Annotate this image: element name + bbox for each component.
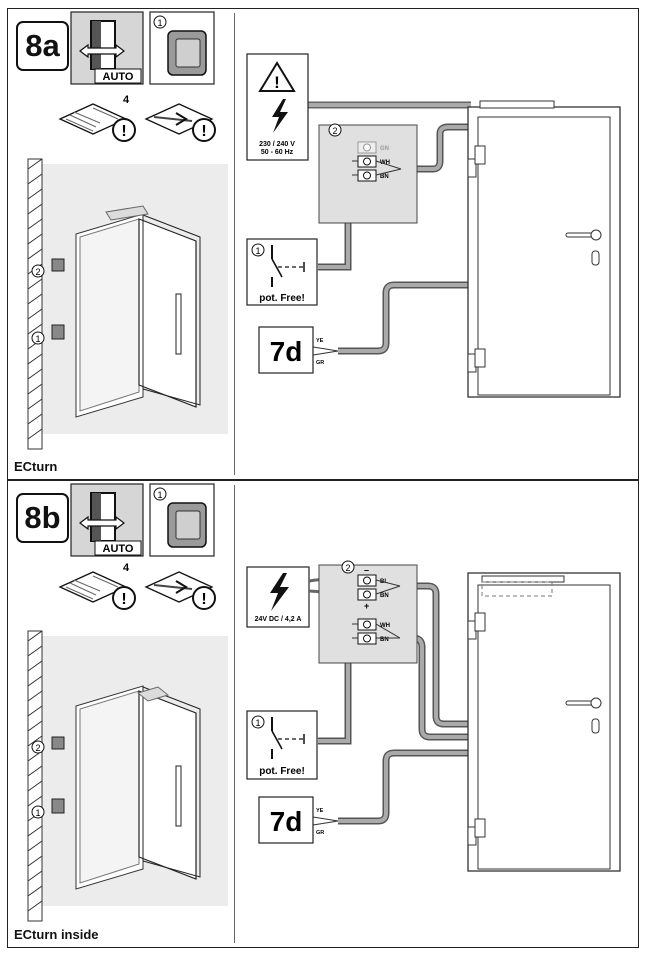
panel-8b-drawing: AUTO 1 4 ! ! <box>27 483 621 922</box>
terminal-bn: BN <box>380 174 389 180</box>
door-mode-icon: AUTO <box>70 11 144 85</box>
reference-7d-box <box>258 796 314 844</box>
marker-1: 1 <box>255 246 260 256</box>
terminal-bn: BN <box>380 593 389 599</box>
marker-1: 1 <box>157 490 162 500</box>
marker-2: 2 <box>35 743 40 753</box>
terminal-wh: WH <box>380 160 390 166</box>
manual-page-number: 4 <box>123 94 130 106</box>
reference-label: 7d <box>270 806 303 837</box>
panel-caption: ECturn inside <box>14 927 99 942</box>
terminal-gn: GN <box>380 146 389 152</box>
wall-switch-icon: 1 <box>149 11 215 85</box>
manual-icon: 4 ! <box>58 94 136 142</box>
marker-1: 1 <box>35 334 40 344</box>
terminal-bn: BN <box>380 637 389 643</box>
manual-warning-icon: ! <box>144 103 216 142</box>
mode-label: AUTO <box>103 71 134 83</box>
panel-divider <box>234 485 235 943</box>
svg-text:!: ! <box>201 123 206 140</box>
marker-1: 1 <box>157 18 162 28</box>
wall-switch-icon: 1 <box>149 483 215 557</box>
marker-2: 2 <box>35 267 40 277</box>
marker-2: 2 <box>332 126 337 136</box>
manual-page-number: 4 <box>123 562 130 574</box>
svg-text:!: ! <box>201 591 206 608</box>
wire-ye: YE <box>316 338 324 344</box>
marker-2: 2 <box>345 563 350 573</box>
marker-1: 1 <box>35 808 40 818</box>
panel-caption: ECturn <box>14 459 58 474</box>
lightning-icon <box>270 573 289 611</box>
manual-icon: 4 ! <box>58 562 136 610</box>
wiring-diagram: 24V DC / 4,2 A 2 – BL BN + WH BN <box>246 560 621 872</box>
wire-ye: YE <box>316 808 324 814</box>
reference-7d-box <box>258 326 314 374</box>
svg-text:!: ! <box>274 73 280 92</box>
step-label: 8a <box>16 21 69 71</box>
panel-divider <box>234 13 235 475</box>
manual-warning-icon: ! <box>144 571 216 610</box>
mode-label: AUTO <box>103 543 134 555</box>
terminal-wh: WH <box>380 623 390 629</box>
polarity-plus: + <box>364 601 369 611</box>
marker-1: 1 <box>255 718 260 728</box>
wire-gr: GR <box>316 360 324 366</box>
svg-text:!: ! <box>121 591 126 608</box>
door-room-illustration: 2 1 <box>27 158 228 450</box>
panel-8a: 8a ECturn AUTO 1 4 ! <box>7 8 639 480</box>
step-label: 8b <box>16 493 69 543</box>
contact-label: pot. Free! <box>259 766 305 777</box>
svg-text:!: ! <box>121 123 126 140</box>
polarity-minus: – <box>364 565 369 575</box>
supply-label: 24V DC / 4,2 A <box>255 616 302 623</box>
wiring-diagram: ! 230 / 240 V 50 - 60 Hz 2 GN WH BN 1 <box>246 53 621 398</box>
supply-line-2: 50 - 60 Hz <box>261 149 294 156</box>
panel-8a-drawing: AUTO 1 4 ! ! <box>27 11 621 450</box>
door-room-illustration: 2 1 <box>27 630 228 922</box>
reference-label: 7d <box>270 336 303 367</box>
contact-label: pot. Free! <box>259 293 305 304</box>
panel-8b: 8b ECturn inside AUTO 1 4 ! <box>7 480 639 948</box>
lightning-icon <box>272 99 288 133</box>
supply-line-1: 230 / 240 V <box>259 141 295 148</box>
wire-gr: GR <box>316 830 324 836</box>
door-mode-icon: AUTO <box>70 483 144 557</box>
